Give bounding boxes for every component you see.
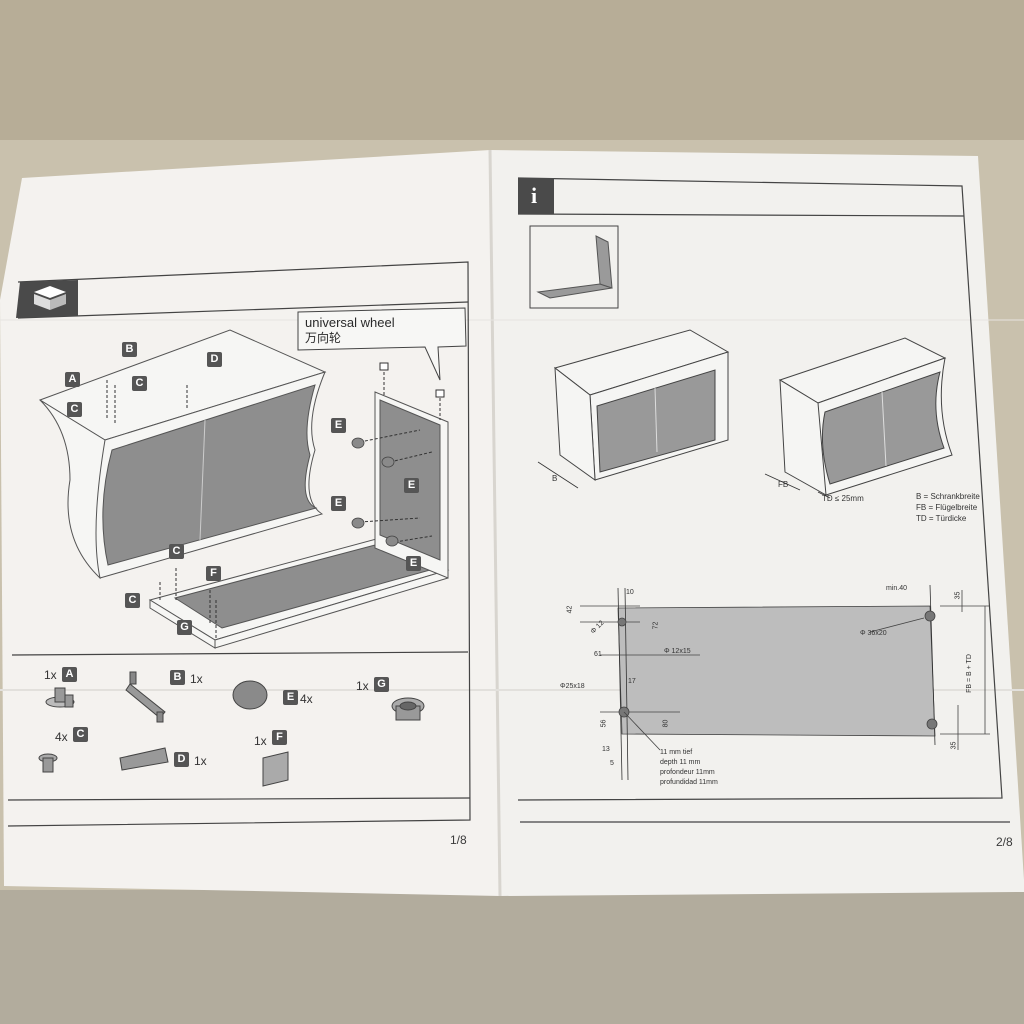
part-d-qty: 1x bbox=[194, 754, 207, 768]
part-a-label: A bbox=[62, 667, 77, 682]
page-number-right: 2/8 bbox=[996, 835, 1013, 849]
label-fb: FB bbox=[778, 480, 789, 489]
callout-box bbox=[297, 307, 467, 381]
dim-80: 80 bbox=[662, 719, 670, 728]
callout-zh: 万向轮 bbox=[305, 331, 342, 345]
part-g-label: G bbox=[374, 677, 389, 692]
dim-61: 61 bbox=[594, 651, 602, 658]
part-f-label: F bbox=[272, 730, 287, 745]
dim-56: 56 bbox=[600, 719, 608, 728]
label-g-top: G bbox=[177, 620, 192, 635]
label-e-2: E bbox=[404, 478, 419, 493]
drill-plan bbox=[580, 584, 990, 781]
label-e-4: E bbox=[406, 556, 421, 571]
depth-note-2: depth 11 mm bbox=[660, 759, 701, 766]
info-icon bbox=[518, 178, 554, 214]
dim-42: 42 bbox=[566, 605, 574, 614]
part-f-qty: 1x bbox=[254, 734, 267, 748]
left-frame bbox=[7, 261, 471, 827]
page-number-left: 1/8 bbox=[450, 833, 467, 847]
callout-en: universal wheel bbox=[305, 315, 395, 330]
part-c-qty: 4x bbox=[55, 730, 68, 744]
dim-36x20: Φ 36x20 bbox=[860, 630, 887, 637]
label-d-top: D bbox=[207, 352, 222, 367]
label-e-3: E bbox=[331, 496, 346, 511]
label-c-3: C bbox=[169, 544, 184, 559]
part-c-label: C bbox=[73, 727, 88, 742]
depth-note-3: profondeur 11mm bbox=[660, 769, 715, 776]
label-td: TD ≤ 25mm bbox=[822, 494, 864, 503]
part-b-qty: 1x bbox=[190, 672, 203, 686]
cabinet-drawing bbox=[38, 329, 327, 580]
label-f-top: F bbox=[206, 566, 221, 581]
depth-note-1: 11 mm tief bbox=[660, 749, 693, 756]
dim-10: 10 bbox=[626, 589, 634, 596]
dim-12x15: Φ 12x15 bbox=[664, 648, 691, 655]
depth-note-4: profundidad 11mm bbox=[660, 779, 718, 786]
legend-1: B = Schrankbreite bbox=[916, 492, 980, 501]
part-d-label: D bbox=[174, 752, 189, 767]
label-b: B bbox=[552, 474, 558, 483]
label-c-2: C bbox=[67, 402, 82, 417]
right-frame bbox=[517, 177, 1010, 823]
dim-min40: min.40 bbox=[886, 585, 908, 592]
dim-35-top: 35 bbox=[954, 591, 962, 600]
dim-35-bottom: 35 bbox=[950, 741, 958, 750]
label-b-top: B bbox=[122, 342, 137, 357]
part-a-qty: 1x bbox=[44, 668, 57, 682]
label-c-4: C bbox=[125, 593, 140, 608]
legend-2: FB = Flügelbreite bbox=[916, 503, 978, 512]
label-a: A bbox=[65, 372, 80, 387]
dim-17: 17 bbox=[628, 678, 636, 685]
part-e-qty: 4x bbox=[300, 692, 313, 706]
box-open-icon bbox=[16, 280, 78, 318]
label-c-1: C bbox=[132, 376, 147, 391]
part-e-label: E bbox=[283, 690, 298, 705]
info-icon-glyph: i bbox=[531, 183, 538, 208]
legend-3: TD = Türdicke bbox=[916, 514, 967, 523]
right-page bbox=[490, 150, 1024, 896]
dim-72: 72 bbox=[652, 621, 660, 630]
label-e-1: E bbox=[331, 418, 346, 433]
part-b-label: B bbox=[170, 670, 185, 685]
dim-13: 13 bbox=[602, 746, 610, 753]
dim-25x18: Φ25x18 bbox=[560, 683, 585, 690]
dim-5: 5 bbox=[610, 760, 614, 767]
part-g-qty: 1x bbox=[356, 679, 369, 693]
parts-drawings bbox=[38, 671, 425, 787]
dim-fbtd: FB = B + TD bbox=[965, 654, 973, 693]
